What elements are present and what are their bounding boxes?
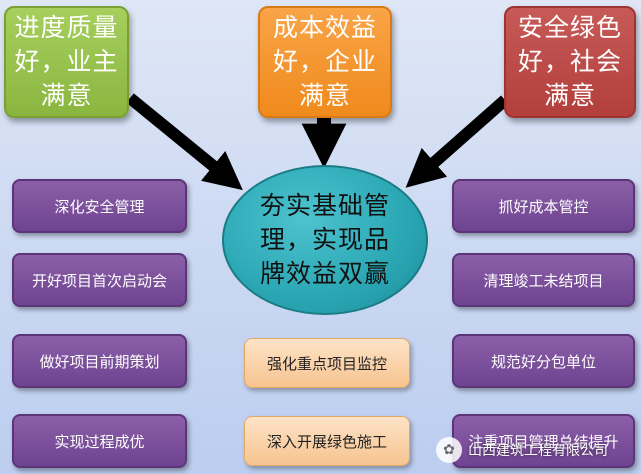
top-box-safety-green-text: 安全绿色 好，社会 满意	[517, 13, 622, 110]
right-item-subcontractor: 规范好分包单位	[452, 334, 635, 388]
center-goal-text: 夯实基础管 理，实现品 牌效益双赢	[259, 191, 390, 288]
top-box-safety-green: 安全绿色 好，社会 满意	[504, 6, 636, 118]
arrow-left	[126, 93, 243, 191]
top-box-schedule-quality: 进度质量 好，业主 满意	[4, 6, 129, 118]
top-box-cost-benefit-text: 成本效益 好，企业 满意	[272, 13, 377, 110]
right-item-management-summary: 注重项目管理总结提升	[452, 414, 635, 468]
watermark: ✿ 山西建筑工程有限公司	[436, 432, 641, 468]
top-box-cost-benefit: 成本效益 好，企业 满意	[258, 6, 392, 118]
left-item-safety-management: 深化安全管理	[12, 179, 187, 233]
watermark-text: 山西建筑工程有限公司	[468, 443, 608, 459]
right-item-unsettled-projects: 清理竣工未结项目	[452, 253, 635, 307]
middle-item-green-construction: 深入开展绿色施工	[244, 416, 410, 466]
left-item-process-quality: 实现过程成优	[12, 414, 187, 468]
middle-item-key-project-monitoring: 强化重点项目监控	[244, 338, 410, 388]
right-item-cost-control: 抓好成本管控	[452, 179, 635, 233]
wechat-icon: ✿	[436, 437, 462, 463]
top-box-schedule-quality-text: 进度质量 好，业主 满意	[14, 13, 119, 110]
center-goal-ellipse: 夯实基础管 理，实现品 牌效益双赢	[222, 165, 428, 315]
left-item-kickoff-meeting: 开好项目首次启动会	[12, 253, 187, 307]
left-item-early-planning: 做好项目前期策划	[12, 334, 187, 388]
arrow-right	[405, 95, 509, 188]
